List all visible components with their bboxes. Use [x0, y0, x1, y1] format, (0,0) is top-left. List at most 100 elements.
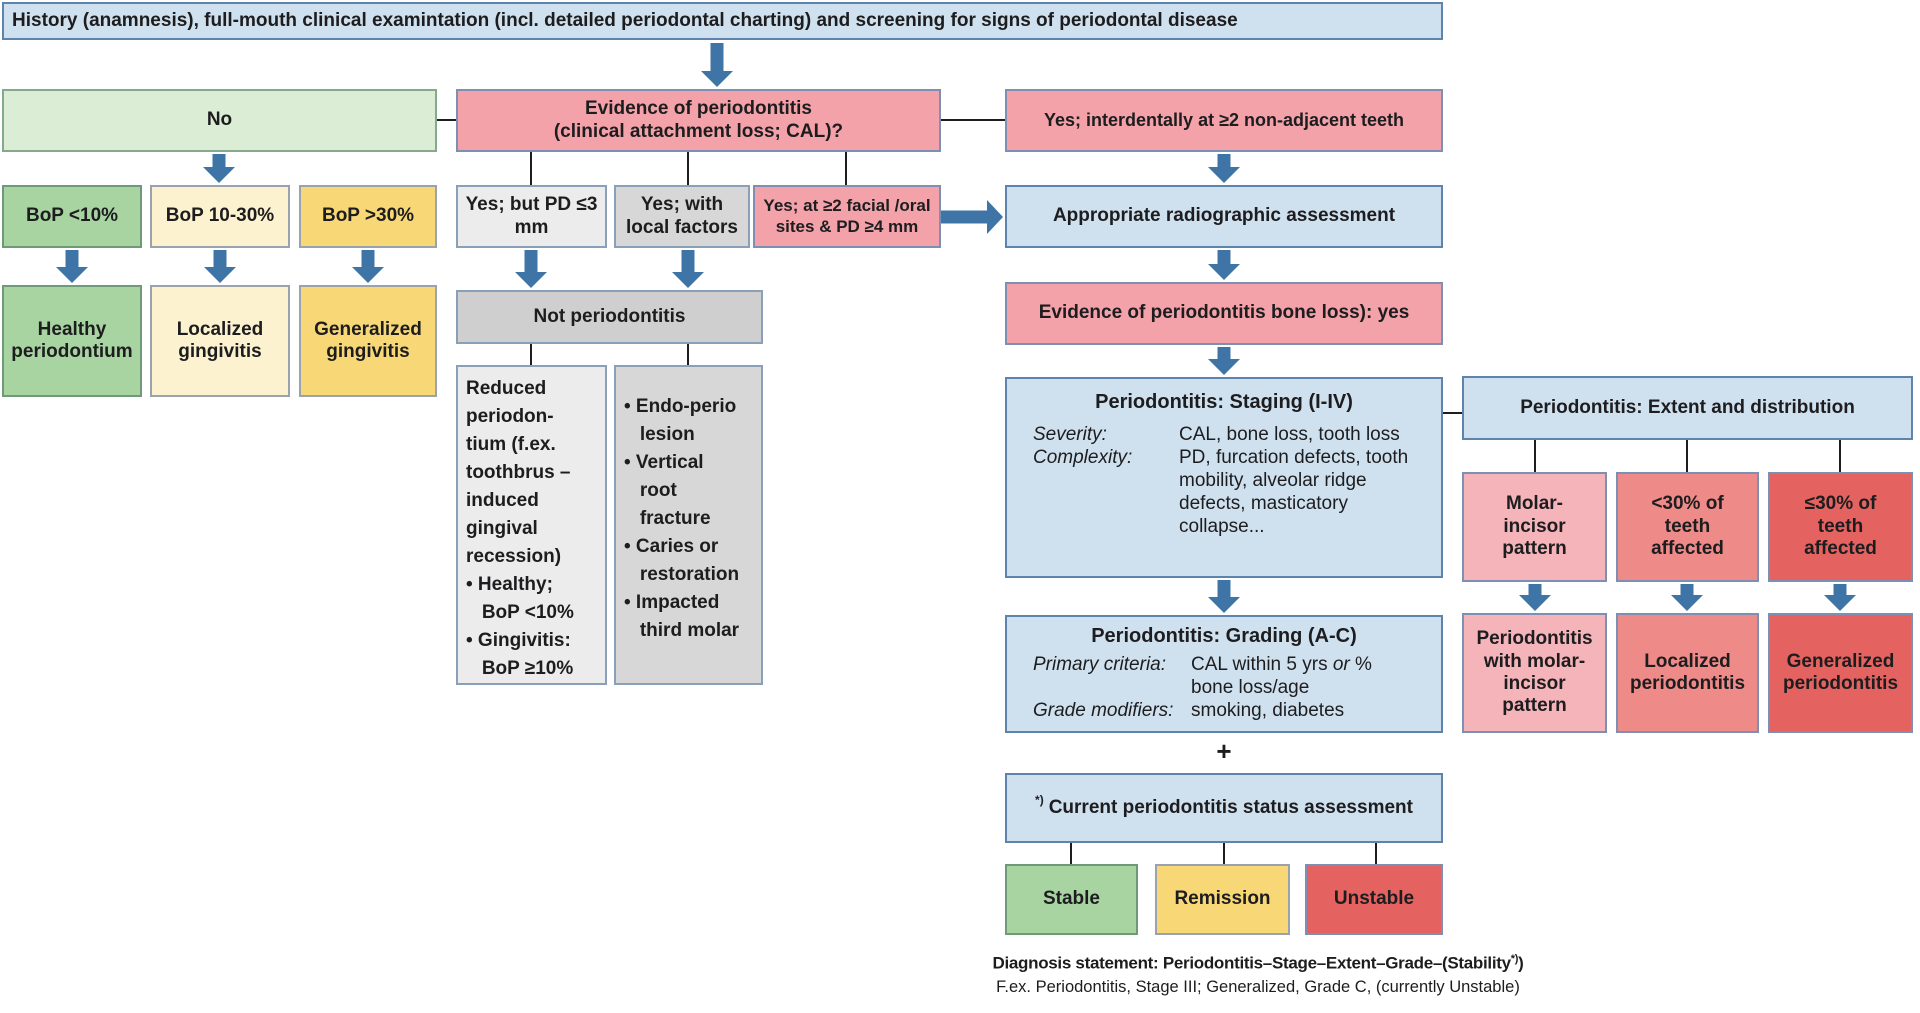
down-arrow-over30-result	[1824, 584, 1856, 611]
not-periodontitis-label: Not periodontitis	[533, 305, 686, 327]
down-arrow-bop-low	[56, 250, 88, 283]
stable-label: Stable	[1042, 888, 1101, 910]
severity-label: Severity:	[1033, 423, 1107, 445]
box-radiographic: Appropriate radiographic assessment	[1005, 185, 1443, 248]
box-facial-oral: Yes; at ≥2 facial /oral sites & PD ≥4 mm	[753, 185, 941, 248]
diagnosis-line1: Diagnosis statement: Periodontitis–Stage…	[908, 953, 1608, 974]
box-bop-mid: BoP 10-30%	[150, 185, 290, 248]
status-footnote-marker: *)	[1035, 792, 1044, 807]
radiographic-label: Appropriate radiographic assessment	[1052, 205, 1396, 227]
header-box: History (anamnesis), full-mouth clinical…	[2, 2, 1443, 40]
primary-criteria-value: CAL within 5 yrs or % bone loss/age	[1191, 653, 1429, 699]
primary-criteria-label: Primary criteria:	[1033, 653, 1167, 675]
box-molar-incisor: Molar- incisor pattern	[1462, 472, 1607, 582]
down-arrow-local-notperio	[672, 250, 704, 288]
connector-extent-molar	[1534, 440, 1536, 472]
box-other-causes: • Endo-perio lesion • Vertical root frac…	[614, 365, 763, 685]
box-extent: Periodontitis: Extent and distribution	[1462, 376, 1913, 440]
facial-oral-label: Yes; at ≥2 facial /oral sites & PD ≥4 mm	[763, 196, 931, 236]
interdental-label: Yes; interdentally at ≥2 non-adjacent te…	[1044, 109, 1404, 130]
connector-notperio-reduced	[530, 344, 532, 365]
diagnosis-footnote-marker: *)	[1510, 953, 1519, 965]
right-arrow-facial-radiographic	[941, 198, 1003, 236]
primary-value-pre: CAL within 5 yrs	[1191, 653, 1328, 675]
down-arrow-header-evidence	[701, 43, 733, 87]
connector-extent-under30	[1686, 440, 1688, 472]
box-bop-high: BoP >30%	[299, 185, 437, 248]
box-grading: Periodontitis: Grading (A-C) Primary cri…	[1005, 615, 1443, 733]
localized-gingivitis-label: Localized gingivitis	[176, 318, 264, 362]
diagnosis-statement: Diagnosis statement: Periodontitis–Stage…	[908, 953, 1608, 997]
down-arrow-interdental-radiographic	[1208, 154, 1240, 183]
staging-severity-row: Severity: CAL, bone loss, tooth loss	[1019, 423, 1429, 446]
bone-loss-label: Evidence of periodontitis bone loss): ye…	[1038, 302, 1410, 324]
connector-evidence-facial	[845, 152, 847, 185]
box-current-status: *) Current periodontitis status assessme…	[1005, 773, 1443, 843]
grading-primary-row: Primary criteria: CAL within 5 yrs or % …	[1019, 653, 1429, 699]
complexity-label: Complexity:	[1033, 446, 1133, 468]
extent-title: Periodontitis: Extent and distribution	[1520, 396, 1855, 418]
evidence-question-line1: Evidence of periodontitis	[585, 98, 812, 120]
diagnosis-line1-close: )	[1518, 953, 1524, 973]
box-unstable: Unstable	[1305, 864, 1443, 935]
no-label: No	[206, 109, 233, 131]
generalized-periodontitis-label: Generalized periodontitis	[1782, 650, 1899, 694]
local-factors-label: Yes; with local factors	[626, 194, 738, 238]
bop-low-label: BoP <10%	[25, 205, 119, 227]
connector-staging-extent	[1443, 412, 1462, 414]
down-arrow-pd-notperio	[515, 250, 547, 288]
complexity-value: PD, furcation defects, tooth mobility, a…	[1179, 446, 1409, 538]
connector-notperio-other	[687, 344, 689, 365]
box-stable: Stable	[1005, 864, 1138, 935]
grade-modifiers-label: Grade modifiers:	[1033, 699, 1174, 721]
staging-complexity-row: Complexity: PD, furcation defects, tooth…	[1019, 446, 1429, 539]
box-healthy-periodontium: Healthy periodontium	[2, 285, 142, 397]
box-under-30: <30% of teeth affected	[1616, 472, 1759, 582]
evidence-question-line2: (clinical attachment loss; CAL)?	[553, 120, 844, 142]
connector-status-stable	[1070, 843, 1072, 864]
down-arrow-bop-high	[352, 250, 384, 283]
connector-evidence-interdental	[941, 119, 1005, 121]
box-generalized-periodontitis: Generalized periodontitis	[1768, 613, 1913, 733]
under-30-label: <30% of teeth affected	[1651, 493, 1724, 560]
down-arrow-molar-result	[1519, 584, 1551, 611]
box-staging: Periodontitis: Staging (I-IV) Severity: …	[1005, 377, 1443, 578]
connector-status-remission	[1223, 843, 1225, 864]
plus-sign: +	[1216, 736, 1232, 766]
current-status-title: Current periodontitis status assessment	[1048, 796, 1413, 818]
molar-incisor-label: Molar- incisor pattern	[1502, 493, 1567, 560]
connector-evidence-local	[687, 152, 689, 185]
connector-status-unstable	[1375, 843, 1377, 864]
box-not-periodontitis: Not periodontitis	[456, 290, 763, 344]
other-causes-text: • Endo-perio lesion • Vertical root frac…	[624, 396, 740, 641]
box-reduced-periodontium: Reduced periodon- tium (f.ex. toothbrus …	[456, 365, 607, 685]
generalized-gingivitis-label: Generalized gingivitis	[314, 318, 422, 362]
bop-high-label: BoP >30%	[321, 205, 415, 227]
healthy-label: Healthy periodontium	[11, 318, 133, 362]
diagnosis-line2: F.ex. Periodontitis, Stage III; Generali…	[996, 977, 1520, 996]
down-arrow-staging-grading	[1208, 580, 1240, 613]
over-30-label: ≤30% of teeth affected	[1804, 493, 1877, 560]
remission-label: Remission	[1174, 888, 1271, 910]
box-localized-gingivitis: Localized gingivitis	[150, 285, 290, 397]
down-arrow-under30-result	[1671, 584, 1703, 611]
pd-le3-label: Yes; but PD ≤3 mm	[465, 194, 598, 238]
grading-modifiers-row: Grade modifiers: smoking, diabetes	[1019, 699, 1429, 722]
down-arrow-boneloss-staging	[1208, 347, 1240, 375]
molar-incisor-result-label: Periodontitis with molar- incisor patter…	[1476, 628, 1593, 717]
primary-value-or: or	[1327, 653, 1356, 675]
connector-evidence-pd	[530, 152, 532, 185]
down-arrow-radiographic-boneloss	[1208, 250, 1240, 280]
box-molar-incisor-result: Periodontitis with molar- incisor patter…	[1462, 613, 1607, 733]
connector-extent-over30	[1839, 440, 1841, 472]
connector-no-evidence	[437, 119, 456, 121]
grading-title: Periodontitis: Grading (A-C)	[1091, 625, 1357, 647]
box-interdental: Yes; interdentally at ≥2 non-adjacent te…	[1005, 89, 1443, 152]
header-text: History (anamnesis), full-mouth clinical…	[12, 9, 1238, 31]
localized-periodontitis-label: Localized periodontitis	[1629, 650, 1746, 694]
box-bone-loss: Evidence of periodontitis bone loss): ye…	[1005, 282, 1443, 345]
down-arrow-no-bop	[203, 154, 235, 183]
box-generalized-gingivitis: Generalized gingivitis	[299, 285, 437, 397]
box-local-factors: Yes; with local factors	[614, 185, 750, 248]
staging-title: Periodontitis: Staging (I-IV)	[1095, 391, 1353, 413]
